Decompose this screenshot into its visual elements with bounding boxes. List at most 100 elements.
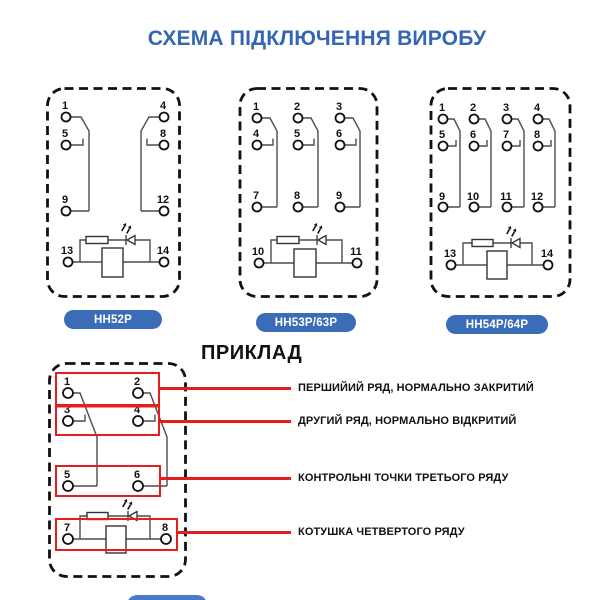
terminal-circle: [251, 112, 263, 124]
terminal-circle: [501, 201, 513, 213]
contact-wires: [70, 116, 160, 212]
terminal-number: 1: [64, 376, 70, 388]
terminal-number: 14: [157, 245, 170, 257]
terminal-number: 12: [531, 191, 543, 203]
led-light-arrows-icon: [121, 223, 132, 234]
terminals: 1 4 5 8 9 12 13 14: [60, 100, 170, 268]
terminal-number: 14: [541, 248, 554, 260]
led-diode-symbol: [125, 234, 136, 246]
led-light-arrows-icon: [506, 226, 517, 237]
terminal-circle: [60, 111, 72, 123]
terminal-circle: [334, 201, 346, 213]
terminal-circle: [62, 533, 74, 545]
terminal-circle: [132, 480, 144, 492]
example-relay-diagram: 1 2 3 4 5 6 7 8: [48, 362, 187, 578]
terminal-number: 7: [503, 129, 509, 141]
terminal-circle: [292, 112, 304, 124]
terminal-circle: [158, 139, 170, 151]
dashed-border: [238, 87, 379, 298]
coil-symbol: [486, 250, 508, 280]
terminal-number: 4: [253, 128, 260, 140]
contact-wires: [447, 118, 556, 208]
page-title: СХЕМА ПІДКЛЮЧЕННЯ ВИРОБУ: [147, 27, 487, 50]
terminal-circle: [445, 259, 457, 271]
terminal-number: 5: [294, 128, 300, 140]
annotation-line: [158, 419, 291, 423]
terminal-number: 13: [444, 248, 456, 260]
dashed-border: [429, 87, 572, 298]
terminal-number: 9: [62, 194, 68, 206]
terminal-circle: [351, 257, 363, 269]
terminal-circle: [334, 139, 346, 151]
coil-symbol: [105, 525, 127, 554]
annotation-line: [159, 476, 291, 480]
terminals: 1 2 3 4 5 6 7 8 9 10 11 12 13 14: [437, 102, 554, 271]
terminal-number: 4: [534, 102, 541, 114]
terminal-circle: [60, 139, 72, 151]
terminal-circle: [468, 113, 480, 125]
terminal-number: 5: [439, 129, 445, 141]
terminal-number: 9: [439, 191, 445, 203]
contact-wires: [72, 392, 168, 487]
led-light-arrows-icon: [312, 223, 323, 234]
terminal-number: 3: [64, 404, 70, 416]
led-diode-symbol: [316, 234, 327, 246]
terminal-number: 2: [294, 101, 300, 113]
terminal-circle: [532, 113, 544, 125]
terminal-circle: [62, 480, 74, 492]
terminal-number: 1: [62, 100, 68, 112]
terminal-number: 8: [534, 129, 540, 141]
terminal-number: 4: [160, 100, 167, 112]
contact-wires: [261, 117, 361, 208]
terminal-circle: [292, 139, 304, 151]
terminal-number: 8: [162, 522, 168, 534]
annotation-label: ДРУГИЙ РЯД, НОРМАЛЬНО ВІДКРИТИЙ: [298, 414, 517, 427]
terminal-circle: [160, 533, 172, 545]
coil-circuit: [72, 499, 162, 554]
terminal-number: 6: [470, 129, 476, 141]
terminal-circle: [62, 387, 74, 399]
terminal-number: 8: [160, 128, 166, 140]
terminal-circle: [532, 140, 544, 152]
annotation-label: КОНТРОЛЬНІ ТОЧКИ ТРЕТЬОГО РЯДУ: [298, 471, 509, 484]
terminals: 1 2 3 4 5 6 7 8: [62, 376, 172, 545]
example-heading: ПРИКЛАД: [201, 342, 303, 364]
dashed-border: [48, 362, 187, 578]
row3-highlight-box: [55, 465, 161, 497]
terminal-number: 3: [336, 101, 342, 113]
model-badge-hh52p: HH52P: [64, 310, 162, 329]
terminal-circle: [62, 415, 74, 427]
annotation-line: [176, 530, 291, 534]
terminal-circle: [62, 256, 74, 268]
terminal-circle: [158, 111, 170, 123]
terminal-circle: [158, 205, 170, 217]
annotation-line: [158, 386, 291, 390]
terminal-number: 7: [64, 522, 70, 534]
terminal-circle: [437, 201, 449, 213]
terminals: 1 2 3 4 5 6 7 8 9 10 11: [251, 101, 363, 269]
terminal-number: 12: [157, 194, 169, 206]
coil-symbol: [101, 247, 124, 278]
terminal-circle: [532, 201, 544, 213]
terminal-number: 6: [134, 469, 140, 481]
led-diode-symbol: [510, 237, 521, 249]
terminal-circle: [437, 140, 449, 152]
terminal-circle: [501, 140, 513, 152]
terminal-number: 4: [134, 404, 141, 416]
terminal-circle: [334, 112, 346, 124]
coil-circuit: [72, 223, 160, 278]
terminal-circle: [542, 259, 554, 271]
terminal-circle: [132, 387, 144, 399]
coil-circuit: [263, 223, 353, 278]
terminal-number: 13: [61, 245, 73, 257]
terminal-number: 1: [253, 101, 259, 113]
terminal-circle: [468, 201, 480, 213]
model-badge-hh53p: HH53P/63P: [256, 313, 356, 332]
terminal-number: 11: [350, 246, 362, 258]
terminal-number: 1: [439, 102, 445, 114]
terminal-number: 2: [134, 376, 140, 388]
terminal-circle: [158, 256, 170, 268]
terminal-number: 9: [336, 190, 342, 202]
terminal-number: 5: [62, 128, 68, 140]
